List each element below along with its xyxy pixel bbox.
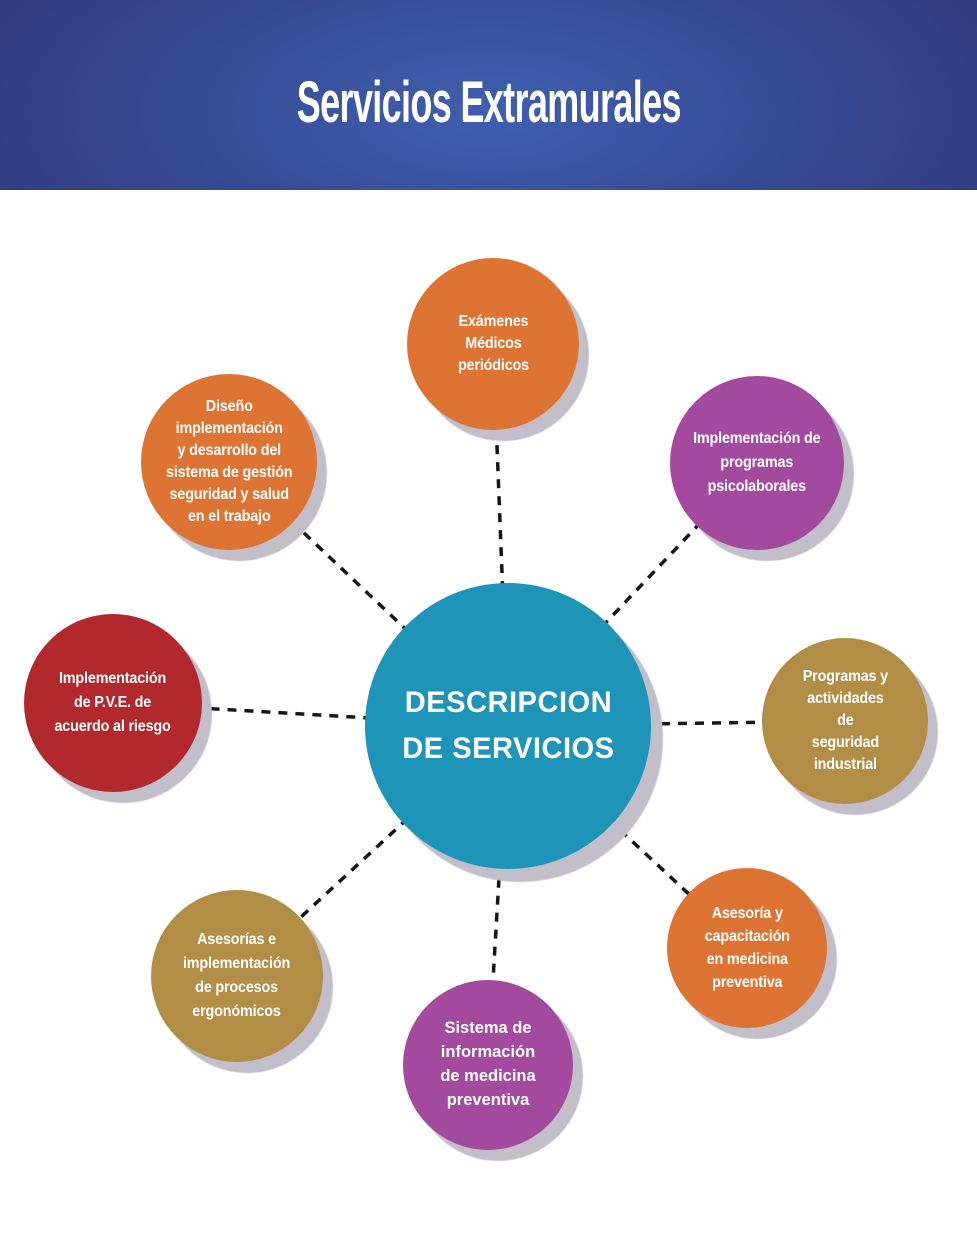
node-label: Asesoría y capacitación en medicina prev…: [704, 904, 790, 992]
node-diseno-implementacion-sgsst: Diseño implementación y desarrollo del s…: [141, 374, 317, 550]
node-examenes-medicos-periodicos: Exámenes Médicos periódicos: [407, 258, 579, 430]
node-implementacion-programas-psicolaborales: Implementación de programas psicolaboral…: [670, 376, 844, 550]
node-label: Sistema de información de medicina preve…: [440, 1019, 536, 1109]
page-title: Servicios Extramurales: [296, 69, 681, 135]
node-label: Diseño implementación y desarrollo del s…: [165, 397, 293, 526]
node-asesorias-procesos-ergonomicos: Asesorías e implementación de procesos e…: [151, 890, 323, 1062]
node-label: Exámenes Médicos periódicos: [457, 312, 529, 375]
connector-top: [491, 343, 510, 727]
node-sistema-informacion-medicina-preventiva: Sistema de información de medicina preve…: [403, 980, 573, 1150]
node-label: Asesorías e implementación de procesos e…: [183, 931, 291, 1020]
node-implementacion-pve-riesgo: Implementación de P.V.E. de acuerdo al r…: [24, 614, 202, 792]
node-asesoria-capacitacion-medicina-preventiva: Asesoría y capacitación en medicina prev…: [667, 868, 827, 1028]
node-label: Programas y actividades de seguridad ind…: [802, 667, 888, 774]
node-programas-actividades-seguridad-industrial: Programas y actividades de seguridad ind…: [762, 638, 928, 804]
node-label: Implementación de P.V.E. de acuerdo al r…: [54, 670, 172, 735]
connector-top-left: [227, 460, 510, 728]
header-banner: Servicios Extramurales: [0, 0, 977, 190]
node-label: Implementación de programas psicolaboral…: [693, 430, 821, 495]
center-node-label: DESCRIPCION DE SERVICIOS: [401, 685, 615, 766]
node-descripcion-de-servicios: DESCRIPCION DE SERVICIOS: [365, 583, 651, 869]
diagram-canvas: Exámenes Médicos periódicos Diseño imple…: [0, 190, 977, 1241]
